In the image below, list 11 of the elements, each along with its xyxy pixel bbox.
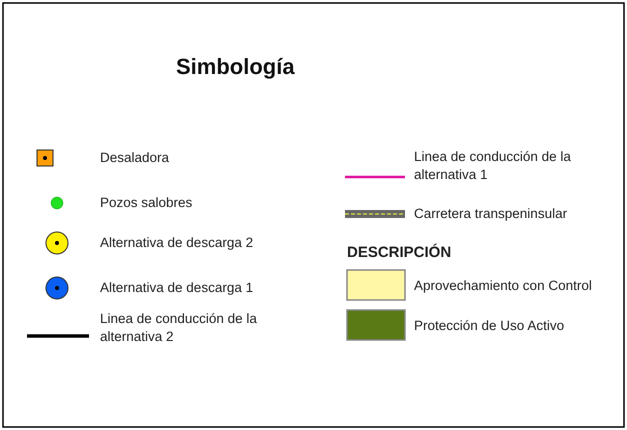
legend-text: Aprovechamiento con Control [414, 277, 593, 295]
legend-text: Carretera transpeninsular [414, 205, 568, 223]
legend-text: Linea de conducción de la alternativa 1 [414, 148, 572, 184]
legend-text: Protección de Uso Activo [414, 317, 566, 335]
legend-text: Alternativa de descarga 1 [100, 279, 254, 297]
legend-title: Simbología [176, 53, 295, 81]
legend-text: Alternativa de descarga 2 [100, 234, 254, 252]
legend-text: Linea de conducción de la alternativa 2 [100, 310, 258, 346]
legend-text: Pozos salobres [100, 194, 194, 212]
legend-text: Desaladora [100, 149, 170, 167]
section-heading: DESCRIPCIÓN [347, 244, 452, 262]
